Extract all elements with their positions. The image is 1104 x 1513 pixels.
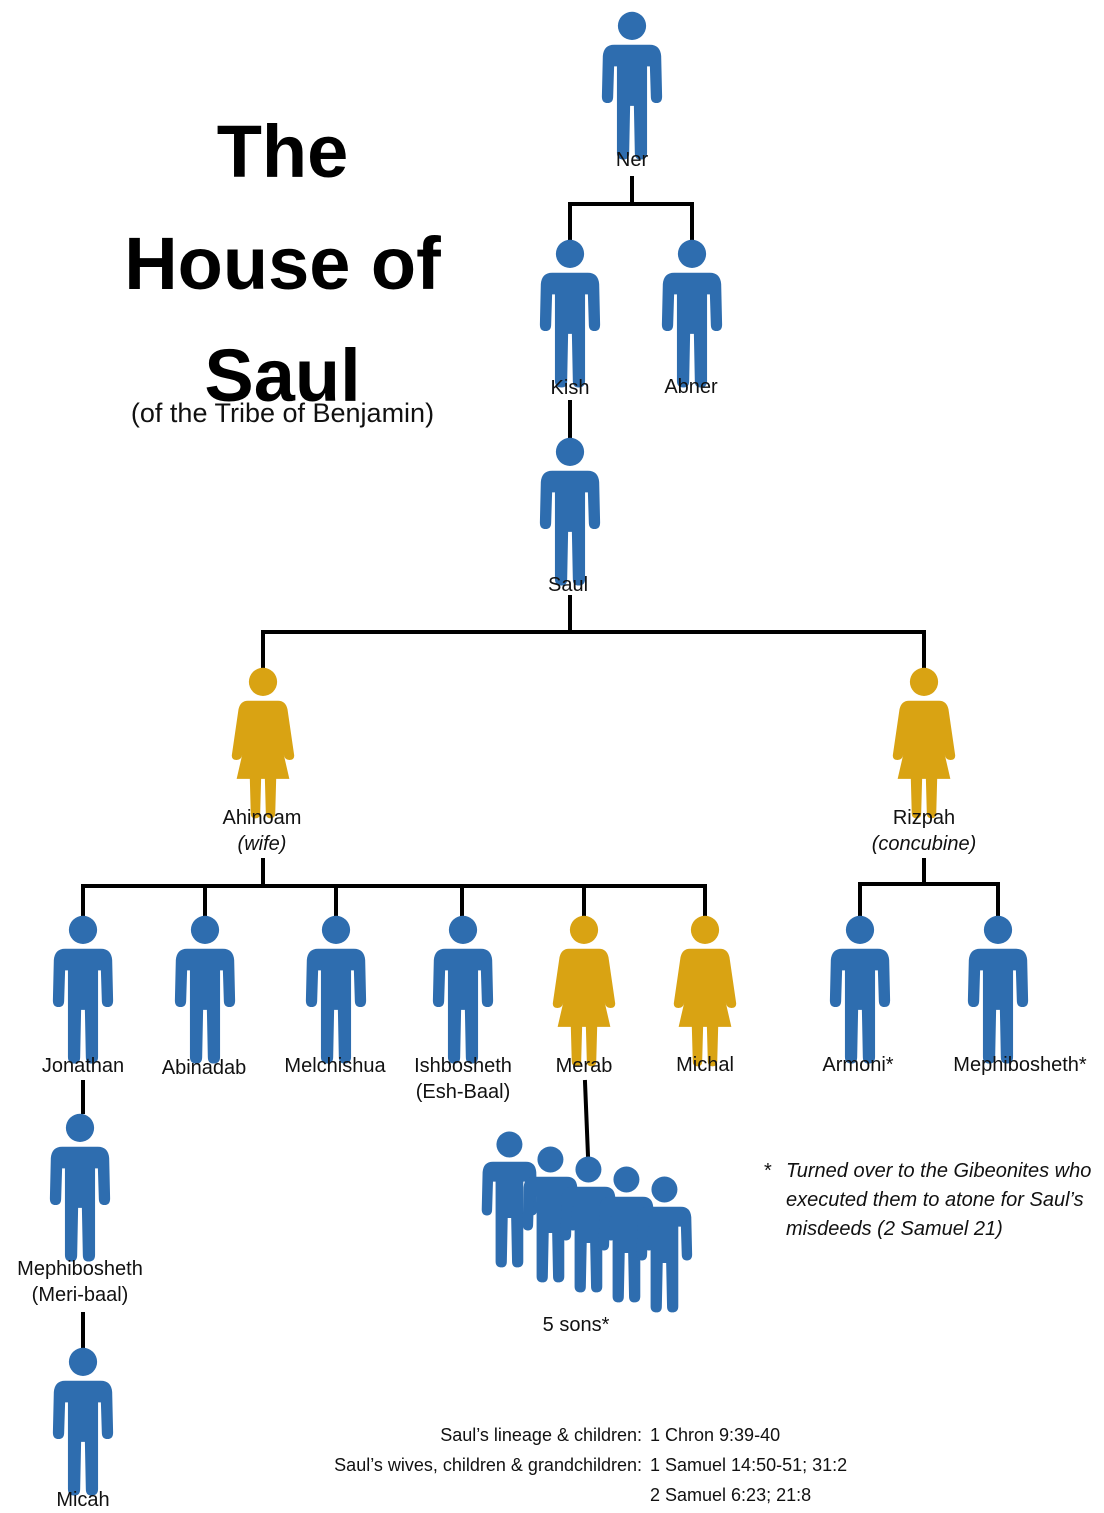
person-label-michal: Michal [676, 1054, 734, 1076]
female-person-icon [892, 667, 956, 819]
person-alt-name: (Esh-Baal) [415, 1081, 511, 1103]
scripture-references: Saul’s lineage & children: 1 Chron 9:39-… [0, 1420, 1104, 1510]
person-label-armoni: Armoni* [822, 1054, 894, 1076]
person-role: (wife) [237, 833, 287, 855]
male-person-icon [481, 1131, 537, 1268]
male-person-icon [601, 11, 663, 160]
person-label-melchishua: Melchishua [284, 1055, 386, 1077]
title-line: House of [124, 222, 441, 305]
person-name: Ahinoam [222, 807, 302, 829]
line-rizpah-children [858, 858, 1000, 918]
person-label-mephibosheth-rizpah: Mephibosheth* [953, 1054, 1087, 1076]
person-label-kish: Kish [550, 377, 590, 399]
footnote-text: Turned over to the Gibeonites who execut… [786, 1160, 1092, 1240]
person-label-abinadab: Abinadab [161, 1057, 247, 1079]
male-person-icon [539, 239, 601, 388]
person-label-mephibosheth-jonathan: Mephibosheth (Meri-baal) [17, 1256, 143, 1308]
reference-label: Saul’s wives, children & grandchildren: [334, 1455, 642, 1475]
person-name: Ishbosheth [414, 1055, 512, 1077]
male-person-icon [305, 915, 367, 1064]
page-title: The House of Saul [60, 96, 505, 432]
male-person-icon [829, 915, 891, 1064]
male-person-icon [967, 915, 1029, 1064]
line-merab-sons [582, 1079, 591, 1159]
male-person-icon [52, 915, 114, 1064]
title-line: Saul [204, 334, 361, 417]
male-person-icon [49, 1113, 111, 1262]
person-label-ahinoam: Ahinoam (wife) [223, 805, 302, 857]
person-label-saul: Saul [547, 574, 589, 596]
person-label-micah: Micah [56, 1489, 110, 1511]
person-label-rizpah: Rizpah (concubine) [872, 805, 977, 857]
male-person-icon [52, 1347, 114, 1496]
reference-row: 2 Samuel 6:23; 21:8 [0, 1480, 1104, 1510]
male-person-icon [636, 1176, 692, 1313]
reference-value: 1 Chron 9:39-40 [650, 1425, 781, 1445]
footnote-marker: * [764, 1160, 772, 1182]
person-label-abner: Abner [664, 376, 718, 398]
reference-label: Saul’s lineage & children: [440, 1425, 642, 1445]
person-label-ishbosheth: Ishbosheth (Esh-Baal) [414, 1053, 512, 1105]
reference-value: 2 Samuel 6:23; 21:8 [650, 1485, 812, 1505]
male-person-icon [661, 239, 723, 388]
person-alt-name: (Meri-baal) [31, 1284, 129, 1306]
reference-row: Saul’s lineage & children: 1 Chron 9:39-… [0, 1420, 1104, 1450]
line-saul-wives [261, 595, 926, 670]
male-person-icon [174, 915, 236, 1064]
female-person-icon [231, 667, 295, 819]
person-name: Rizpah [892, 807, 956, 829]
person-name: Mephibosheth [17, 1258, 143, 1280]
person-label-jonathan: Jonathan [41, 1055, 125, 1077]
person-role: (concubine) [871, 833, 977, 855]
reference-row: Saul’s wives, children & grandchildren: … [0, 1450, 1104, 1480]
line-ner-children [568, 176, 694, 242]
person-label-merab: Merab [555, 1055, 613, 1077]
footnote: * Turned over to the Gibeonites who exec… [764, 1157, 1099, 1244]
page-subtitle: (of the Tribe of Benjamin) [130, 398, 435, 428]
person-label-five-sons: 5 sons* [542, 1314, 610, 1336]
title-line: The [216, 110, 349, 193]
female-person-icon [552, 915, 616, 1067]
person-label-ner: Ner [615, 149, 649, 171]
female-person-icon [673, 915, 737, 1067]
line-ahinoam-children [81, 858, 707, 918]
reference-value: 1 Samuel 14:50-51; 31:2 [650, 1455, 848, 1475]
male-person-icon [539, 437, 601, 586]
male-person-icon [432, 915, 494, 1064]
